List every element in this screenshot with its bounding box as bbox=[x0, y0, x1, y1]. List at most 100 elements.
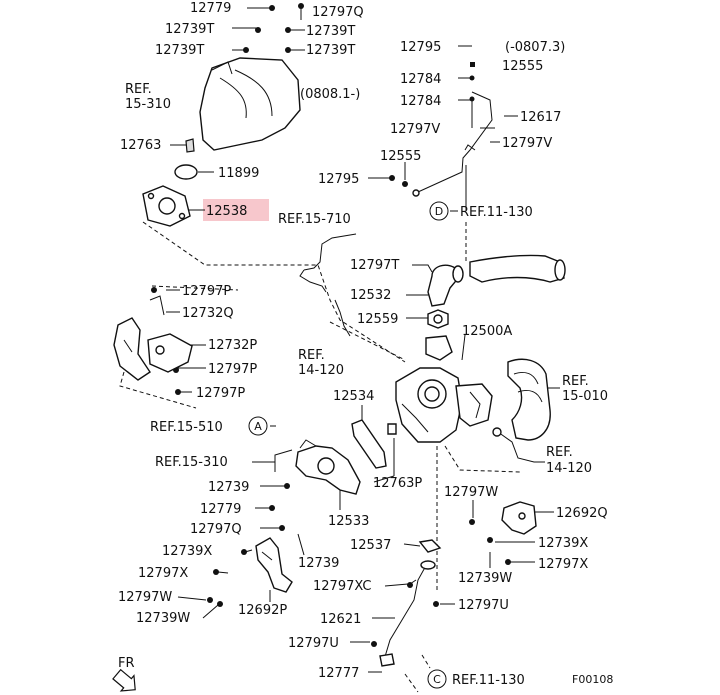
label-date-0807: (-0807.3) bbox=[505, 40, 565, 55]
label-12797w-1: 12797W bbox=[444, 485, 498, 500]
label-12559: 12559 bbox=[357, 312, 398, 327]
label-12739w-right: 12739W bbox=[458, 571, 512, 586]
leader-lines bbox=[166, 7, 560, 673]
label-12797w-2: 12797W bbox=[118, 590, 172, 605]
label-12533: 12533 bbox=[328, 514, 369, 529]
label-12739x-right: 12739X bbox=[538, 536, 588, 551]
callout-circle-d: D bbox=[429, 201, 449, 221]
label-12537: 12537 bbox=[350, 538, 391, 553]
label-fr: FR bbox=[118, 656, 135, 671]
label-12739t-3: 12739T bbox=[155, 43, 204, 58]
turbocharger-12500a bbox=[395, 335, 493, 443]
svg-text:D: D bbox=[435, 205, 443, 218]
label-12784-2: 12784 bbox=[400, 94, 441, 109]
label-12797v-2: 12797V bbox=[502, 136, 552, 151]
label-12797xc: 12797XC bbox=[313, 579, 371, 594]
label-12532: 12532 bbox=[350, 288, 391, 303]
selected-part-highlight bbox=[203, 199, 269, 221]
label-12763p: 12763P bbox=[373, 476, 422, 491]
callout-circle-a: A bbox=[248, 416, 268, 436]
label-12797t: 12797T bbox=[350, 258, 399, 273]
label-ref-15-310-top-2: 15-310 bbox=[125, 97, 171, 112]
label-12732q: 12732Q bbox=[182, 306, 234, 321]
part-labels: 12779 12797Q 12739T 12739T 12739T 12739T… bbox=[118, 1, 613, 688]
label-11899: 11899 bbox=[218, 166, 259, 181]
gasket-12537 bbox=[418, 539, 442, 553]
label-12621: 12621 bbox=[320, 612, 361, 627]
label-12797q-b: 12797Q bbox=[190, 522, 242, 537]
bolt-12797xc bbox=[407, 579, 417, 588]
label-12692q: 12692Q bbox=[556, 506, 608, 521]
reference-dashed-lines bbox=[119, 221, 521, 693]
label-ref-11-130-c: REF.11-130 bbox=[452, 673, 525, 688]
label-12797u-right: 12797U bbox=[458, 598, 509, 613]
label-12777: 12777 bbox=[318, 666, 359, 681]
gasket-12534 bbox=[351, 419, 387, 469]
label-12534: 12534 bbox=[333, 389, 374, 404]
label-12795-mid: 12795 bbox=[318, 172, 359, 187]
label-date-0808: (0808.1-) bbox=[300, 87, 360, 102]
ring-11899 bbox=[174, 164, 198, 180]
label-12739t-4: 12739T bbox=[306, 43, 355, 58]
oil-pipe-12617 bbox=[417, 91, 493, 193]
label-ref-11-130-d: REF.11-130 bbox=[460, 205, 533, 220]
label-12555-mid: 12555 bbox=[380, 149, 421, 164]
label-12797u-left: 12797U bbox=[288, 636, 339, 651]
label-12779-top: 12779 bbox=[190, 1, 231, 16]
label-ref-15-010-1: REF. bbox=[562, 374, 589, 389]
figure-code: F00108 bbox=[572, 673, 613, 686]
label-12763: 12763 bbox=[120, 138, 161, 153]
label-12739: 12739 bbox=[298, 556, 339, 571]
label-12779-b: 12779 bbox=[200, 502, 241, 517]
label-12797x-right: 12797X bbox=[538, 557, 588, 572]
label-ref-15-710: REF.15-710 bbox=[278, 212, 351, 227]
label-12739w-left: 12739W bbox=[136, 611, 190, 626]
label-12555-top: 12555 bbox=[502, 59, 543, 74]
label-12797p-2: 12797P bbox=[208, 362, 257, 377]
label-12739t-2: 12739T bbox=[306, 24, 355, 39]
label-ref-14-120-b2: 14-120 bbox=[546, 461, 592, 476]
label-12538: 12538 bbox=[206, 204, 247, 219]
elbow-12532 bbox=[427, 264, 461, 307]
label-12797p-1: 12797P bbox=[182, 284, 231, 299]
label-ref-14-120-a1: REF. bbox=[298, 348, 325, 363]
bolt-12797q-top bbox=[298, 3, 304, 20]
svg-text:A: A bbox=[254, 420, 262, 433]
label-ref-15-510: REF.15-510 bbox=[150, 420, 223, 435]
heat-shield-upper bbox=[199, 57, 301, 151]
label-12797v-1: 12797V bbox=[390, 122, 440, 137]
label-ref-15-310-top-1: REF. bbox=[125, 82, 152, 97]
label-12784-1: 12784 bbox=[400, 72, 441, 87]
intake-hose-15-010 bbox=[507, 358, 551, 441]
water-pipe-14-120-left bbox=[334, 299, 351, 337]
label-12795-top: 12795 bbox=[400, 40, 441, 55]
bracket-12732q bbox=[113, 317, 151, 381]
bracket-12692p bbox=[255, 537, 293, 593]
label-12500a: 12500A bbox=[462, 324, 512, 339]
label-12797q-top: 12797Q bbox=[312, 5, 364, 20]
svg-text:C: C bbox=[433, 673, 441, 686]
label-12797x-left: 12797X bbox=[138, 566, 188, 581]
water-pipe-14-120-right bbox=[497, 431, 545, 463]
label-ref-15-010-2: 15-010 bbox=[562, 389, 608, 404]
stud-12763p bbox=[387, 423, 397, 435]
air-hose-15-010-upper bbox=[469, 254, 565, 283]
label-12617: 12617 bbox=[520, 110, 561, 125]
front-arrow-icon bbox=[112, 668, 136, 692]
label-12739-a: 12739 bbox=[208, 480, 249, 495]
bracket-12732p bbox=[147, 333, 193, 373]
label-12739x-left: 12739X bbox=[162, 544, 212, 559]
callout-circle-c: C bbox=[427, 669, 447, 689]
oil-return-pipe-12621 bbox=[383, 561, 429, 661]
hardware-fasteners bbox=[151, 5, 511, 647]
pipe-15-710 bbox=[303, 233, 357, 271]
label-12732p: 12732P bbox=[208, 338, 257, 353]
stud-12763 bbox=[185, 138, 195, 153]
label-12797p-3: 12797P bbox=[196, 386, 245, 401]
label-ref-14-120-b1: REF. bbox=[546, 445, 573, 460]
label-12692p: 12692P bbox=[238, 603, 287, 618]
label-ref-15-310-b: REF.15-310 bbox=[155, 455, 228, 470]
label-12739t-1: 12739T bbox=[165, 22, 214, 37]
label-ref-14-120-a2: 14-120 bbox=[298, 363, 344, 378]
